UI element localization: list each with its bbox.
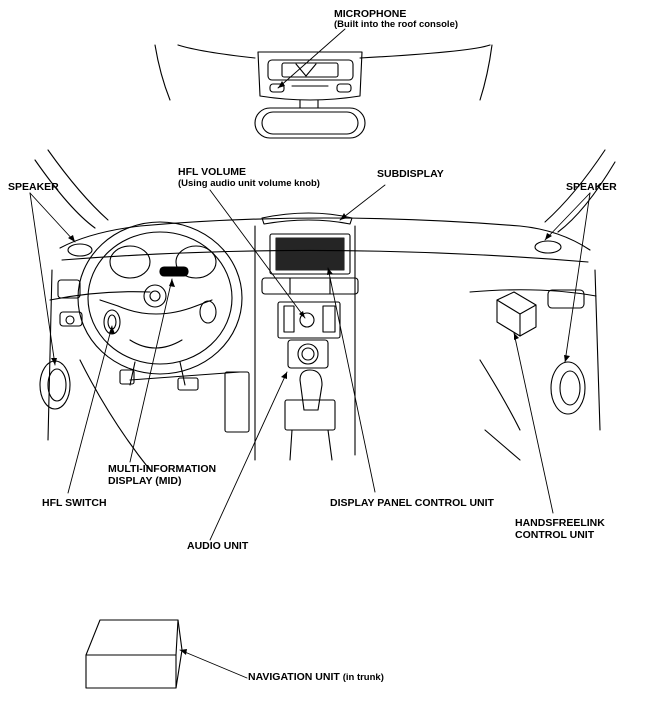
speaker-left-label: SPEAKER [8,181,59,193]
hfl-volume-label: HFL VOLUME [178,166,247,178]
leader-arrowheads [51,81,570,655]
handsfreelink-label-line2: CONTROL UNIT [515,529,595,541]
handsfreelink-box [496,291,537,337]
mid-label-line2: DISPLAY (MID) [108,475,182,487]
subdisplay-label: SUBDISPLAY [377,168,444,180]
display-panel-control-unit-label: DISPLAY PANEL CONTROL UNIT [330,497,494,509]
windshield-frame [154,44,493,101]
navigation-unit-note: (in trunk) [342,672,384,683]
center-stack [254,225,359,461]
navigation-unit-label: NAVIGATION UNIT (in trunk) [248,671,384,684]
rear-view-mirror [254,99,366,139]
hfl-volume-note: (Using audio unit volume knob) [178,178,320,189]
hfl-switch-label: HFL SWITCH [42,497,107,509]
microphone-note: (Built into the roof console) [334,19,459,30]
navigation-unit-name: NAVIGATION UNIT [248,671,340,683]
audio-unit-label: AUDIO UNIT [187,540,249,552]
mid-label-line1: MULTI-INFORMATION [108,463,217,475]
a-pillars [34,149,616,233]
handsfreelink-label-line1: HANDSFREELINK [515,517,605,529]
leader-lines [29,28,591,679]
speaker-right-label: SPEAKER [566,181,617,193]
roof-console [257,51,363,101]
pedals [119,369,250,433]
door-speakers [39,360,586,415]
navigation-unit-box [85,619,183,689]
steering-wheel [77,221,243,386]
microphone-label: MICROPHONE [334,8,407,20]
